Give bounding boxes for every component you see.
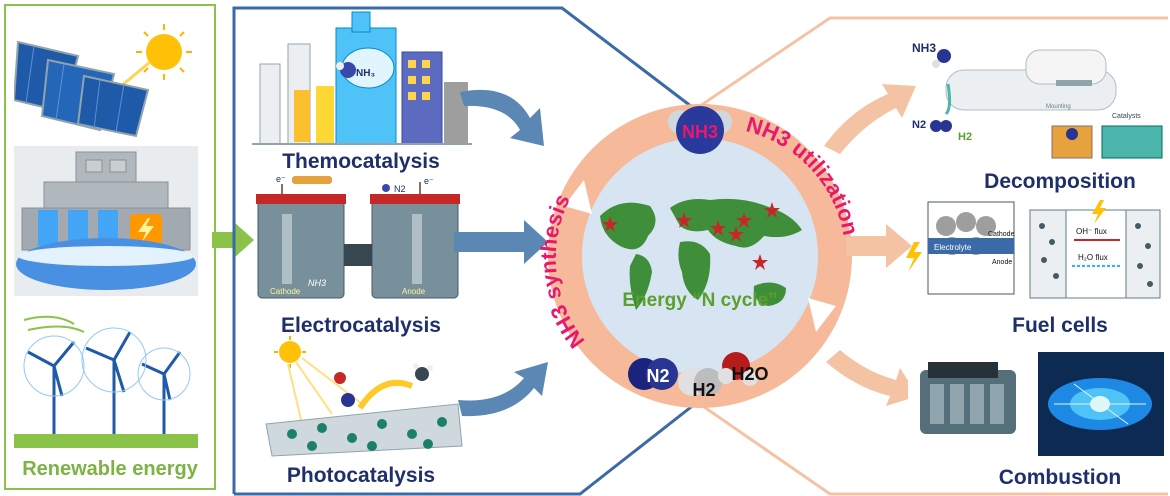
photocatalysis-image: [252, 334, 472, 458]
n2-molecule-icon: N2: [628, 358, 678, 390]
svg-text:H2O: H2O: [731, 364, 768, 384]
svg-text:e⁻: e⁻: [424, 176, 434, 186]
sun-icon: [113, 24, 192, 94]
svg-text:Anode: Anode: [402, 287, 426, 296]
svg-text:H₂O flux: H₂O flux: [1078, 253, 1108, 262]
svg-text:N2: N2: [646, 366, 669, 386]
svg-text:NH3: NH3: [308, 278, 326, 288]
lightning-icon: [138, 218, 154, 242]
svg-text:H2: H2: [692, 380, 715, 400]
thermocatalysis-image: NH₃: [252, 8, 472, 146]
use-label-combustion: Combustion: [998, 466, 1122, 489]
wind-turbine-icon: [27, 331, 182, 436]
svg-text:Cathode: Cathode: [988, 231, 1015, 238]
method-label-thermocatalysis: Themocatalysis: [282, 150, 440, 173]
svg-text:Mounting: Mounting: [1046, 104, 1071, 110]
sun-icon: [274, 336, 306, 368]
svg-text:e⁻: e⁻: [276, 174, 286, 184]
arrow-right-icon: [846, 224, 912, 268]
decomposition-image: NH3 Mounting Catalysts N2 H2: [906, 30, 1168, 164]
svg-text:H2: H2: [958, 131, 972, 143]
electrocatalysis-image: e⁻ e⁻ N2 Cathode Anode NH3: [252, 174, 472, 302]
h2o-molecule-icon: H2O: [718, 352, 769, 386]
wind-turbine-image: [14, 306, 198, 448]
h2-molecule-icon: H2: [678, 368, 722, 400]
use-label-fuel-cells: Fuel cells: [1012, 314, 1108, 337]
fuel-cell-image: Electrolyte Cathode Anode OH⁻ flux H₂O f…: [906, 196, 1168, 302]
svg-text:NH3: NH3: [682, 122, 718, 142]
arrow-right-icon: [458, 362, 548, 417]
hydropower-image: [14, 146, 198, 296]
svg-text:NH3: NH3: [912, 41, 936, 55]
renewable-energy-title: Renewable energy: [22, 458, 198, 480]
svg-text:Electrolyte: Electrolyte: [934, 243, 972, 252]
arrow-right-icon: [826, 350, 918, 406]
solar-panel-image: [12, 12, 198, 138]
combustion-image: [904, 348, 1168, 460]
svg-text:NH₃: NH₃: [356, 68, 375, 79]
arrow-right-icon: [454, 220, 548, 264]
energy-n-cycle-label: Energy “N cycle”: [622, 290, 777, 311]
svg-text:OH⁻ flux: OH⁻ flux: [1076, 227, 1107, 236]
method-label-photocatalysis: Photocatalysis: [286, 464, 436, 487]
use-label-decomposition: Decomposition: [984, 170, 1136, 193]
arrow-right-icon: [824, 84, 916, 154]
nh3-molecule-icon: NH3: [668, 106, 732, 154]
lightning-icon: [1092, 200, 1106, 224]
synthesis-arrows: [454, 89, 548, 417]
energy-n-cycle: NH3 synthesis NH3 utilization Energy “N …: [536, 96, 863, 416]
svg-text:Cathode: Cathode: [270, 287, 301, 296]
svg-text:Anode: Anode: [992, 259, 1012, 266]
utilization-arrows: [824, 84, 918, 406]
svg-text:N2: N2: [394, 184, 406, 194]
svg-text:Catalysts: Catalysts: [1112, 113, 1141, 120]
lightning-icon: [906, 242, 922, 272]
solar-panel-icon: [12, 40, 150, 138]
method-label-electrocatalysis: Electrocatalysis: [281, 314, 441, 337]
svg-text:N2: N2: [912, 119, 926, 131]
arrow-right-icon: [460, 89, 544, 146]
